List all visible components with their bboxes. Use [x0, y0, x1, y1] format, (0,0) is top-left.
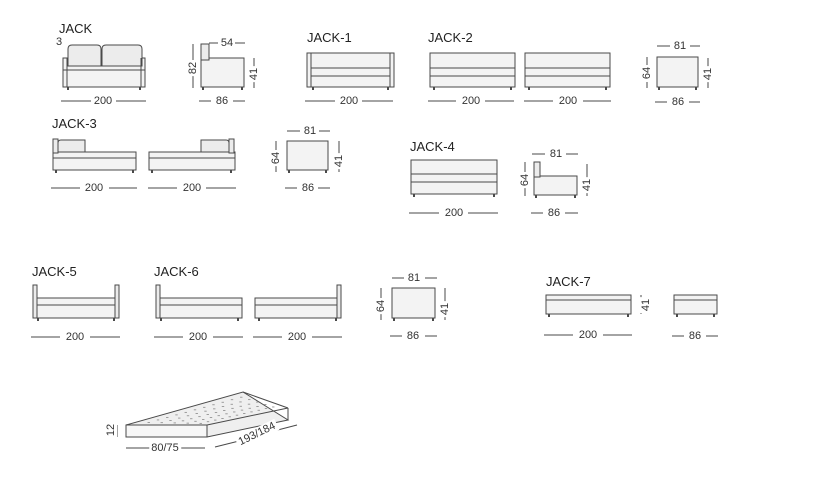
dim-jack2-side-depth: 86 — [669, 96, 687, 108]
jack3-front-view-a — [53, 139, 136, 173]
dim-jack2-side-height: 64 — [641, 64, 653, 82]
jack3-front-view-b — [149, 139, 235, 173]
jack1-front-view — [307, 53, 394, 90]
dim-jack-side-height: 82 — [187, 59, 199, 77]
dim-jack4-side-seat: 41 — [581, 176, 593, 194]
dim-jack3-side-seat: 41 — [333, 152, 345, 170]
jack2-side-view — [657, 57, 698, 90]
dim-mattress-thickness: 12 — [105, 421, 117, 439]
dim-jack4-side-top: 81 — [547, 148, 565, 160]
dim-jack2-side-top: 81 — [671, 40, 689, 52]
jack2-front-view-b — [525, 53, 610, 90]
jack7-front-view — [546, 295, 631, 317]
dim-jack56-side-seat: 41 — [439, 300, 451, 318]
jack7-side-view — [674, 295, 717, 317]
dim-jack3-side-top: 81 — [301, 125, 319, 137]
jack6-front-view-b — [255, 285, 341, 321]
jack-front-view — [63, 45, 145, 90]
dim-jack2-width-b: 200 — [556, 95, 580, 107]
model-label-jack7: JACK-7 — [546, 274, 591, 289]
jack4-front-view — [411, 160, 497, 197]
dim-jack1-width: 200 — [337, 95, 361, 107]
model-label-jack6: JACK-6 — [154, 264, 199, 279]
dim-jack3-width-a: 200 — [82, 182, 106, 194]
dim-jack3-width-b: 200 — [180, 182, 204, 194]
dim-jack4-width: 200 — [442, 207, 466, 219]
dim-jack56-side-top: 81 — [405, 272, 423, 284]
jack-side-view — [201, 44, 244, 90]
dim-jack56-side-depth: 86 — [404, 330, 422, 342]
dim-jack-side-top: 54 — [218, 37, 236, 49]
dim-jack6-width-a: 200 — [186, 331, 210, 343]
dim-jack-arm: 3 — [56, 36, 63, 48]
model-label-jack1: JACK-1 — [307, 30, 352, 45]
dim-mattress-width: 80/75 — [149, 442, 181, 454]
dim-jack7-depth: 86 — [686, 330, 704, 342]
dim-jack56-side-height: 64 — [375, 297, 387, 315]
mattress-view — [126, 392, 288, 437]
dim-jack3-side-height: 64 — [270, 149, 282, 167]
dim-jack-side-depth: 86 — [213, 95, 231, 107]
jack56-side-view — [392, 288, 435, 321]
dim-jack-width: 200 — [91, 95, 115, 107]
dim-jack2-side-seat: 41 — [702, 65, 714, 83]
dim-jack3-side-depth: 86 — [299, 182, 317, 194]
jack6-front-view-a — [156, 285, 242, 321]
jack4-side-view — [534, 162, 577, 198]
dim-jack-side-seat: 41 — [248, 65, 260, 83]
dim-jack7-width: 200 — [576, 329, 600, 341]
jack3-side-view — [287, 141, 328, 173]
jack2-front-view-a — [430, 53, 515, 90]
dim-jack4-side-height: 64 — [519, 171, 531, 189]
model-label-jack2: JACK-2 — [428, 30, 473, 45]
dim-jack6-width-b: 200 — [285, 331, 309, 343]
dim-jack7-height: 41 — [640, 296, 652, 314]
jack5-front-view — [33, 285, 119, 321]
dim-jack2-width-a: 200 — [459, 95, 483, 107]
model-label-jack4: JACK-4 — [410, 139, 455, 154]
model-label-jack: JACK — [59, 21, 93, 36]
dim-jack5-width: 200 — [63, 331, 87, 343]
model-label-jack5: JACK-5 — [32, 264, 77, 279]
dim-jack4-side-depth: 86 — [545, 207, 563, 219]
model-label-jack3: JACK-3 — [52, 116, 97, 131]
